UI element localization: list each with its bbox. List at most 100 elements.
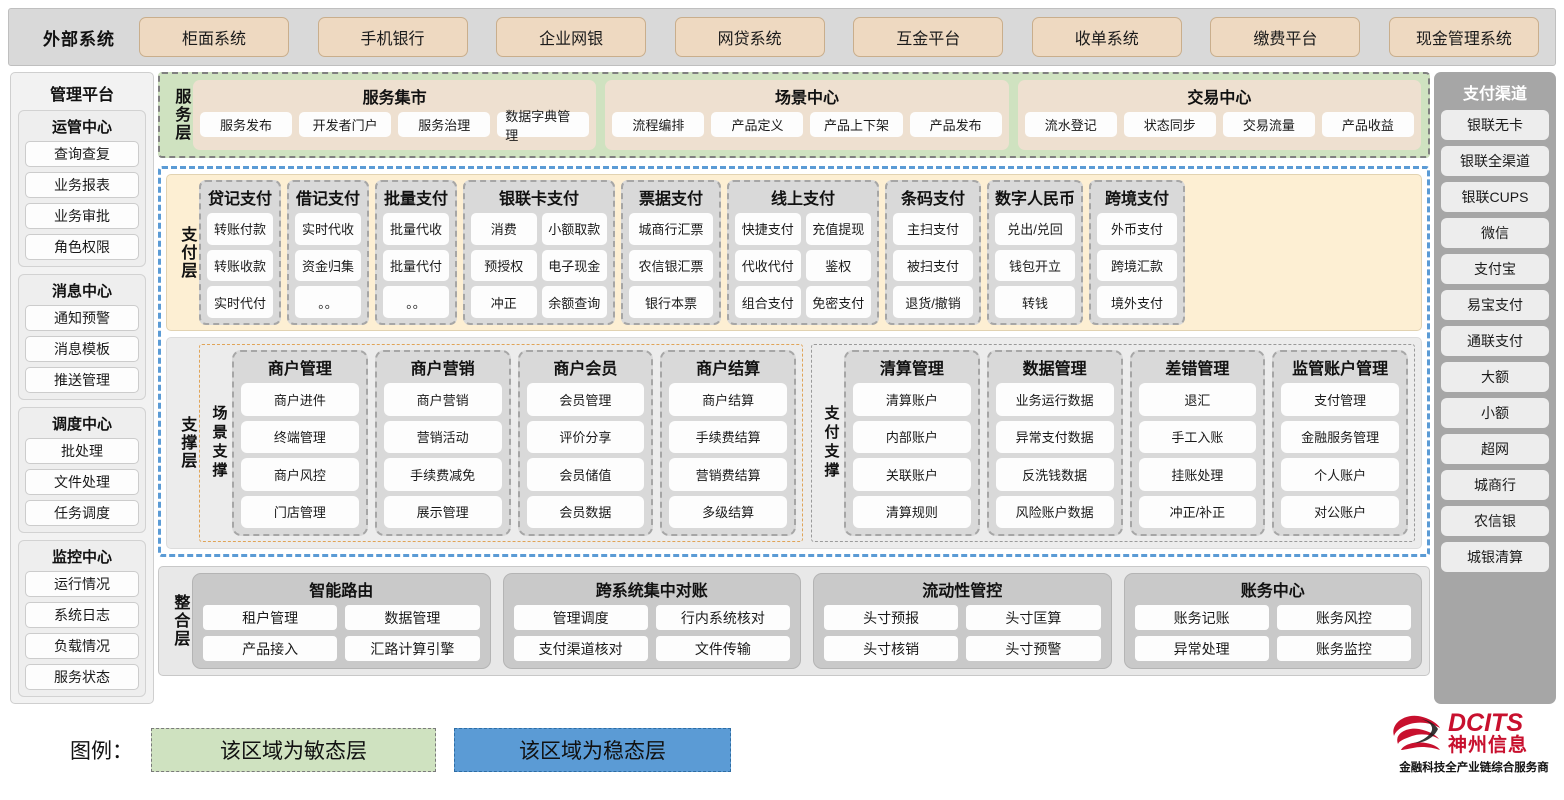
payment-channel-item[interactable]: 大额	[1441, 362, 1549, 392]
payment-cell[interactable]: 实时代收	[295, 213, 361, 245]
service-chip[interactable]: 产品收益	[1321, 112, 1414, 137]
integration-cell[interactable]: 数据管理	[345, 605, 480, 630]
service-chip[interactable]: 服务治理	[398, 112, 491, 137]
management-item[interactable]: 业务报表	[25, 172, 139, 198]
integration-cell[interactable]: 账务风控	[1276, 605, 1411, 630]
management-item[interactable]: 业务审批	[25, 203, 139, 229]
service-chip[interactable]: 服务发布	[200, 112, 293, 137]
support-cell[interactable]: 退汇	[1138, 383, 1257, 416]
integration-cell[interactable]: 管理调度	[513, 605, 648, 630]
support-cell[interactable]: 商户风控	[241, 458, 359, 491]
external-system-chip[interactable]: 网贷系统	[674, 17, 825, 57]
support-cell[interactable]: 手续费结算	[669, 420, 787, 453]
integration-cell[interactable]: 汇路计算引擎	[345, 636, 480, 661]
support-cell[interactable]: 对公账户	[1281, 495, 1399, 528]
payment-cell[interactable]: 代收代付	[735, 249, 801, 282]
external-system-chip[interactable]: 互金平台	[853, 17, 1004, 57]
service-chip[interactable]: 产品上下架	[810, 112, 903, 137]
payment-channel-item[interactable]: 小额	[1441, 398, 1549, 428]
payment-cell[interactable]: 境外支付	[1097, 286, 1177, 318]
payment-cell[interactable]: 鉴权	[805, 249, 871, 282]
external-system-chip[interactable]: 企业网银	[496, 17, 647, 57]
payment-cell[interactable]: 转账付款	[207, 213, 273, 245]
support-cell[interactable]: 冲正/补正	[1138, 495, 1257, 528]
payment-cell[interactable]: 兑出/兑回	[995, 213, 1075, 245]
support-cell[interactable]: 会员管理	[526, 383, 645, 416]
integration-cell[interactable]: 账务记账	[1134, 605, 1269, 630]
payment-cell[interactable]: 主扫支付	[893, 213, 973, 245]
payment-channel-item[interactable]: 易宝支付	[1441, 290, 1549, 320]
support-cell[interactable]: 评价分享	[526, 420, 645, 453]
support-cell[interactable]: 关联账户	[853, 458, 971, 491]
integration-cell[interactable]: 行内系统核对	[655, 605, 790, 630]
support-cell[interactable]: 业务运行数据	[995, 383, 1114, 416]
integration-cell[interactable]: 账务监控	[1276, 636, 1411, 661]
management-item[interactable]: 消息模板	[25, 336, 139, 362]
payment-cell[interactable]: 实时代付	[207, 286, 273, 318]
service-chip[interactable]: 产品发布	[909, 112, 1002, 137]
payment-cell[interactable]: 预授权	[471, 249, 537, 282]
payment-cell[interactable]: 跨境汇款	[1097, 249, 1177, 282]
management-item[interactable]: 角色权限	[25, 234, 139, 260]
payment-cell[interactable]: 农信银汇票	[629, 249, 713, 282]
integration-cell[interactable]: 文件传输	[655, 636, 790, 661]
support-cell[interactable]: 反洗钱数据	[995, 458, 1114, 491]
payment-cell[interactable]: 免密支付	[805, 286, 871, 318]
payment-cell[interactable]: 转账收款	[207, 249, 273, 282]
payment-cell[interactable]: 冲正	[471, 286, 537, 318]
management-item[interactable]: 文件处理	[25, 469, 139, 495]
service-chip[interactable]: 开发者门户	[299, 112, 392, 137]
payment-cell[interactable]: 余额查询	[541, 286, 607, 318]
payment-cell[interactable]: 外币支付	[1097, 213, 1177, 245]
payment-cell[interactable]: 批量代收	[383, 213, 449, 245]
support-cell[interactable]: 清算规则	[853, 495, 971, 528]
support-cell[interactable]: 展示管理	[383, 495, 502, 528]
payment-channel-item[interactable]: 银联CUPS	[1441, 182, 1549, 212]
support-cell[interactable]: 支付管理	[1281, 383, 1399, 416]
service-chip[interactable]: 产品定义	[711, 112, 804, 137]
service-chip[interactable]: 流水登记	[1024, 112, 1117, 137]
payment-channel-item[interactable]: 城商行	[1441, 470, 1549, 500]
payment-channel-item[interactable]: 银联无卡	[1441, 110, 1549, 140]
integration-cell[interactable]: 产品接入	[203, 636, 338, 661]
external-system-chip[interactable]: 手机银行	[317, 17, 468, 57]
management-item[interactable]: 运行情况	[25, 571, 139, 597]
management-item[interactable]: 批处理	[25, 438, 139, 464]
service-chip[interactable]: 状态同步	[1123, 112, 1216, 137]
payment-cell[interactable]: 钱包开立	[995, 249, 1075, 282]
external-system-chip[interactable]: 柜面系统	[139, 17, 289, 57]
payment-cell[interactable]: 小额取款	[541, 213, 607, 245]
support-cell[interactable]: 金融服务管理	[1281, 420, 1399, 453]
support-cell[interactable]: 商户进件	[241, 383, 359, 416]
payment-cell[interactable]: 批量代付	[383, 249, 449, 282]
support-cell[interactable]: 商户结算	[669, 383, 787, 416]
support-cell[interactable]: 门店管理	[241, 495, 359, 528]
support-cell[interactable]: 终端管理	[241, 420, 359, 453]
support-cell[interactable]: 商户营销	[383, 383, 502, 416]
payment-cell[interactable]: 被扫支付	[893, 249, 973, 282]
support-cell[interactable]: 个人账户	[1281, 458, 1399, 491]
management-item[interactable]: 推送管理	[25, 367, 139, 393]
integration-cell[interactable]: 头寸核销	[824, 636, 959, 661]
payment-cell[interactable]: 电子现金	[541, 249, 607, 282]
payment-channel-item[interactable]: 农信银	[1441, 506, 1549, 536]
external-system-chip[interactable]: 缴费平台	[1210, 17, 1361, 57]
payment-channel-item[interactable]: 超网	[1441, 434, 1549, 464]
payment-cell[interactable]: 转钱	[995, 286, 1075, 318]
integration-cell[interactable]: 租户管理	[203, 605, 338, 630]
support-cell[interactable]: 挂账处理	[1138, 458, 1257, 491]
payment-channel-item[interactable]: 通联支付	[1441, 326, 1549, 356]
management-item[interactable]: 查询查复	[25, 141, 139, 167]
payment-channel-item[interactable]: 银联全渠道	[1441, 146, 1549, 176]
management-item[interactable]: 服务状态	[25, 664, 139, 690]
payment-channel-item[interactable]: 微信	[1441, 218, 1549, 248]
support-cell[interactable]: 手续费减免	[383, 458, 502, 491]
integration-cell[interactable]: 头寸匡算	[966, 605, 1101, 630]
external-system-chip[interactable]: 现金管理系统	[1388, 17, 1539, 57]
support-cell[interactable]: 会员数据	[526, 495, 645, 528]
integration-cell[interactable]: 头寸预报	[824, 605, 959, 630]
payment-cell[interactable]: 城商行汇票	[629, 213, 713, 245]
payment-channel-item[interactable]: 城银清算	[1441, 542, 1549, 572]
management-item[interactable]: 通知预警	[25, 305, 139, 331]
integration-cell[interactable]: 异常处理	[1134, 636, 1269, 661]
